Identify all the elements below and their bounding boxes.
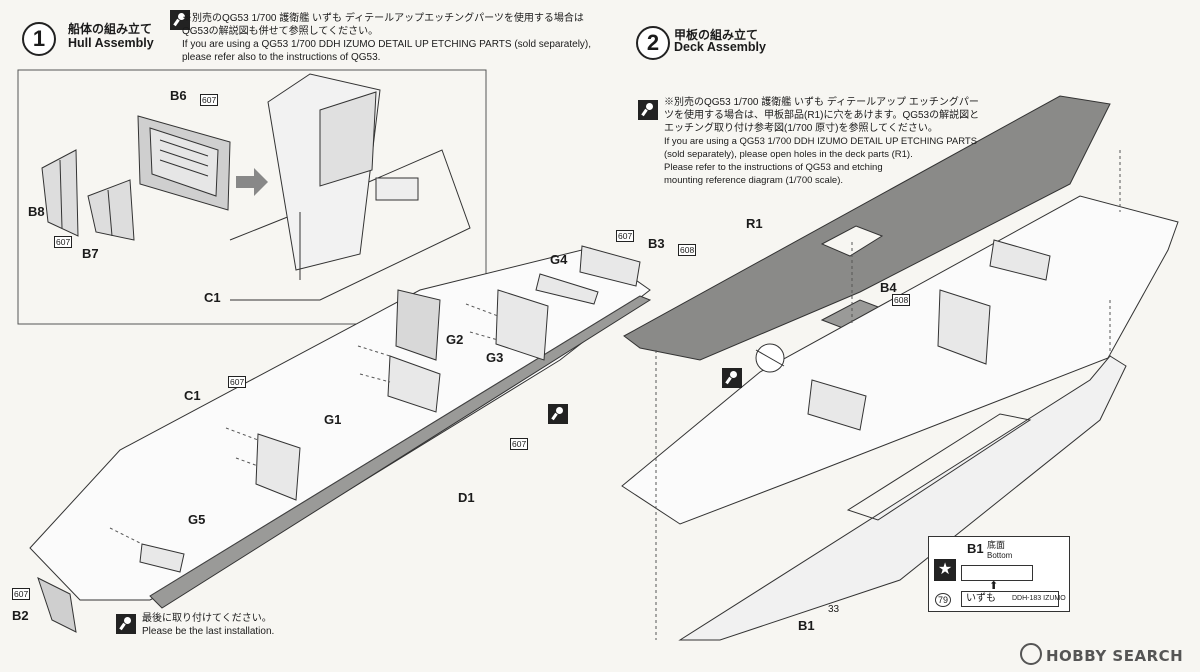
assembly-arrow xyxy=(236,168,268,196)
paint-icon xyxy=(548,404,568,424)
step2-title-jp: 甲板の組み立て xyxy=(674,28,759,42)
last-install-jp: 最後に取り付けてください。 xyxy=(142,613,272,624)
name-jp: いずも xyxy=(966,593,996,604)
paint-code-607: 607 xyxy=(12,588,31,600)
step2-note-en3: Please refer to the instructions of QG53… xyxy=(664,162,883,173)
star-icon: ★ xyxy=(934,559,956,581)
paint-icon xyxy=(638,100,658,120)
step1-title-jp: 船体の組み立て xyxy=(68,22,153,36)
parts-b7-b8 xyxy=(41,149,135,241)
step1-note-jp2: QG53の解説図も併せて参照してください。 xyxy=(182,26,379,37)
part-b6 xyxy=(137,115,231,211)
step2-note-en1: If you are using a QG53 1/700 DDH IZUMO … xyxy=(664,136,978,147)
step2-note: ※別売のQG53 1/700 護衛艦 いずも ディテールアップ エッチングパー … xyxy=(664,96,979,187)
label-d1: D1 xyxy=(458,490,475,505)
watermark-text: HOBBY SEARCH xyxy=(1046,647,1184,665)
label-b6: B6 xyxy=(170,88,187,103)
paint-code-33: 33 xyxy=(828,604,840,615)
step2-note-jp1: ※別売のQG53 1/700 護衛艦 いずも ディテールアップ エッチングパー xyxy=(664,97,979,108)
paint-icon xyxy=(170,10,190,30)
paint-code-607: 607 xyxy=(54,236,73,248)
step1-note-jp1: ※別売のQG53 1/700 護衛艦 いずも ディテールアップエッチングパーツを… xyxy=(182,13,584,24)
deck-r1 xyxy=(623,95,1111,361)
label-c1-inset: C1 xyxy=(204,290,221,305)
label-g1: G1 xyxy=(324,412,342,427)
bottom-label-en: Bottom xyxy=(987,551,1013,560)
step1-note-en1: If you are using a QG53 1/700 DDH IZUMO … xyxy=(182,39,592,50)
hull-section-c1 xyxy=(229,73,471,301)
hull-deck-assembly xyxy=(621,150,1179,641)
paint-code-607: 607 xyxy=(510,438,529,450)
paint-code-608: 608 xyxy=(678,244,697,256)
watermark: HOBBY SEARCH xyxy=(1020,643,1183,665)
paint-code-607: 607 xyxy=(616,230,635,242)
step1-note-en2: please refer also to the instructions of… xyxy=(182,52,381,63)
step2-note-en4: mounting reference diagram (1/700 scale)… xyxy=(664,175,844,186)
watermark-logo-icon xyxy=(1020,643,1042,665)
label-b3: B3 xyxy=(648,236,665,251)
label-b4: B4 xyxy=(880,280,897,295)
label-r1: R1 xyxy=(746,216,763,231)
label-b2: B2 xyxy=(12,608,29,623)
label-g2: G2 xyxy=(446,332,464,347)
label-b1: B1 xyxy=(798,618,815,633)
label-b7: B7 xyxy=(82,246,99,261)
nameplate: いずも DDH-183 IZUMO xyxy=(961,591,1066,607)
bottom-part-label: B1 xyxy=(967,541,984,556)
paint-code-608: 608 xyxy=(892,294,911,306)
paint-code-607: 607 xyxy=(200,94,219,106)
arrow-up-icon: ⬆ xyxy=(989,580,999,592)
bottom-decal-box: B1 底面 Bottom ★ ⬆ 79 いずも DDH-183 IZUMO xyxy=(928,536,1070,612)
hull-number: 79 xyxy=(935,593,952,607)
paint-code-607: 607 xyxy=(228,376,247,388)
step2-note-en2: (sold separately), please open holes in … xyxy=(664,149,913,160)
step-number-2: 2 xyxy=(636,26,670,60)
step2-note-jp2: ツを使用する場合は、甲板部品(R1)に穴をあけます。QG53の解説図と xyxy=(664,110,980,121)
step2-title-en: Deck Assembly xyxy=(674,40,766,54)
paint-icon xyxy=(116,614,136,634)
label-b8: B8 xyxy=(28,204,45,219)
inset-frame xyxy=(17,69,487,325)
step2-note-jp3: エッチング取り付け参考図(1/700 原寸)を参照してください。 xyxy=(664,123,938,134)
decal-blank xyxy=(961,565,1033,581)
part-b2 xyxy=(37,577,77,633)
last-install-en: Please be the last installation. xyxy=(142,626,275,637)
label-c1: C1 xyxy=(184,388,201,403)
label-g4: G4 xyxy=(550,252,568,267)
name-en: DDH-183 IZUMO xyxy=(1012,595,1066,602)
step1-note: ※別売のQG53 1/700 護衛艦 いずも ディテールアップエッチングパーツを… xyxy=(182,12,591,64)
label-g5: G5 xyxy=(188,512,206,527)
label-g3: G3 xyxy=(486,350,504,365)
step-number-1: 1 xyxy=(22,22,56,56)
step1-title-en: Hull Assembly xyxy=(68,36,154,50)
last-install-note: 最後に取り付けてください。 Please be the last install… xyxy=(142,612,274,638)
bottom-label-jp: 底面 xyxy=(987,540,1006,550)
paint-icon xyxy=(722,368,742,388)
hull-main xyxy=(29,245,652,609)
